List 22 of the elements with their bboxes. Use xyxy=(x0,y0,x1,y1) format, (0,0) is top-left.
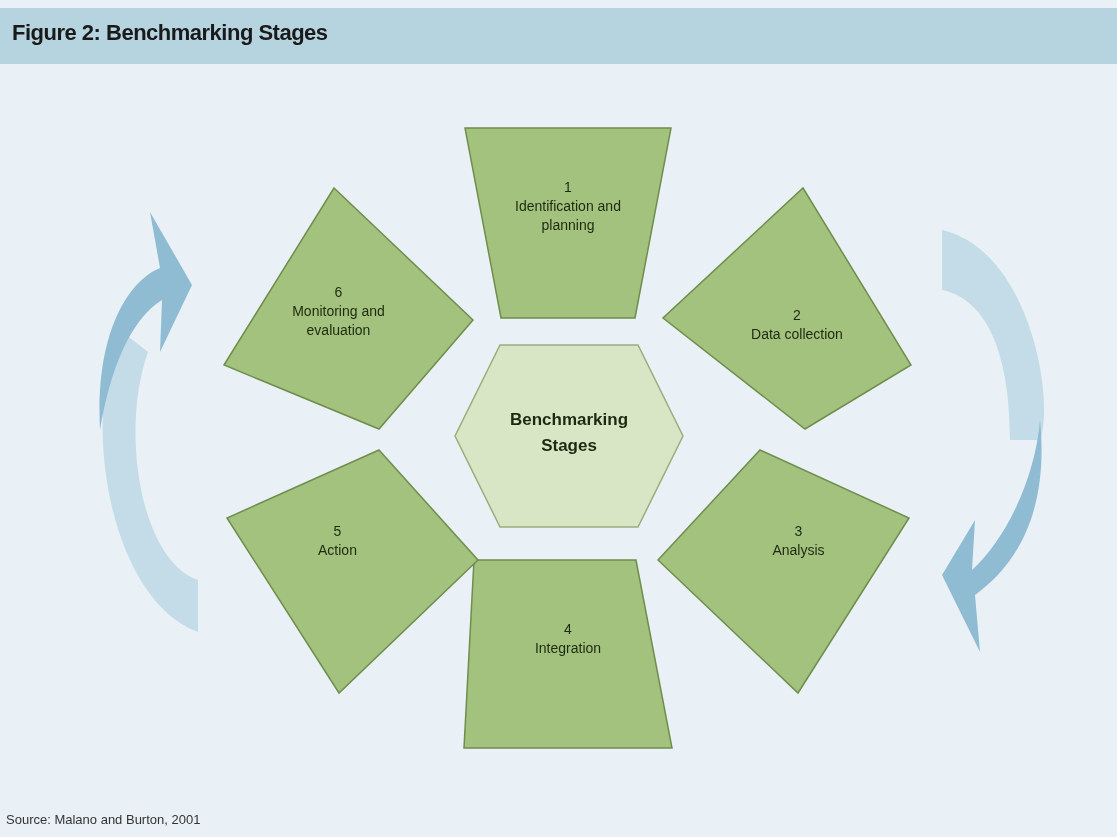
stage-label: Monitoring and evaluation xyxy=(291,302,386,340)
stage-number: 4 xyxy=(563,620,573,639)
hub-label: Benchmarking Stages xyxy=(508,409,630,457)
hub-hexagon xyxy=(455,345,683,527)
stage-panel xyxy=(465,128,671,318)
stage-panel xyxy=(464,560,672,748)
stage-number: 3 xyxy=(793,522,804,541)
stage-panel xyxy=(658,450,909,693)
stage-label: Analysis xyxy=(771,541,826,560)
stage-label: Action xyxy=(317,541,358,560)
stage-panel xyxy=(224,188,473,429)
stage-label: Identification and planning xyxy=(514,197,622,235)
stage-number: 5 xyxy=(332,522,343,541)
stage-label: Integration xyxy=(533,639,603,658)
figure-title: Figure 2: Benchmarking Stages xyxy=(12,20,328,46)
stage-panel xyxy=(227,450,478,693)
stage-number: 1 xyxy=(563,178,573,197)
stage-panel xyxy=(663,188,911,429)
stage-number: 2 xyxy=(792,306,802,325)
stage-number: 6 xyxy=(333,283,344,302)
stage-label: Data collection xyxy=(750,325,844,344)
source-caption: Source: Malano and Burton, 2001 xyxy=(6,812,201,827)
